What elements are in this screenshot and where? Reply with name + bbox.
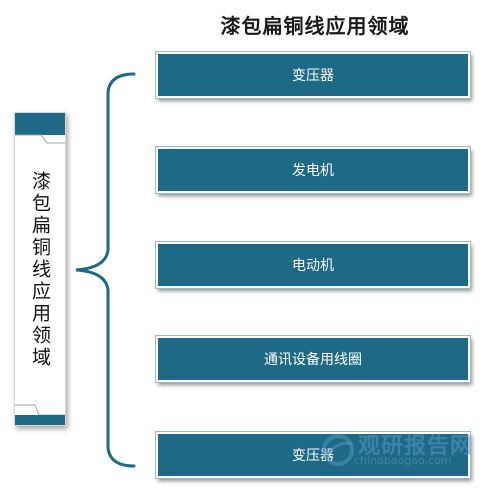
watermark-url: chinabaogao.com xyxy=(354,454,452,467)
card-bottom-band xyxy=(15,415,65,425)
application-item-communication-coil: 通讯设备用线圈 xyxy=(155,335,471,383)
watermark-logo-icon xyxy=(322,434,354,466)
application-item-transformer-2: 变压器 xyxy=(155,431,471,479)
watermark-text: 观研报告网 xyxy=(358,434,474,459)
category-label: 漆包扁铜线应用领域 xyxy=(29,171,51,369)
bracket-connector xyxy=(75,72,136,468)
application-item-generator: 发电机 xyxy=(155,146,471,194)
application-item-motor: 电动机 xyxy=(155,241,471,289)
diagram-title: 漆包扁铜线应用领域 xyxy=(220,14,410,38)
application-item-transformer: 变压器 xyxy=(155,51,471,99)
watermark: 观研报告网 chinabaogao.com xyxy=(318,428,478,472)
card-top-band xyxy=(15,113,65,135)
category-card: 漆包扁铜线应用领域 xyxy=(14,112,66,426)
